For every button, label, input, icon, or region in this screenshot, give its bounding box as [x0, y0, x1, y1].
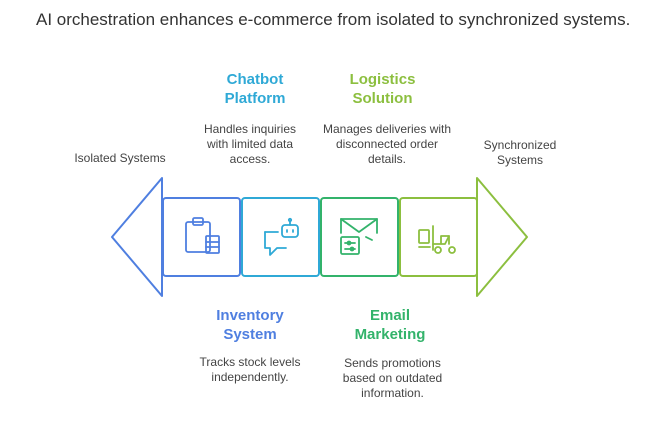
stage-heading-chatbot: Chatbot Platform [224, 71, 286, 107]
diagram-title: AI orchestration enhances e-commerce fro… [36, 10, 631, 29]
stage-box-logistics [399, 197, 478, 277]
stage-box-inventory [162, 197, 241, 277]
stage-description-logistics: Manages deliveries with disconnected ord… [322, 122, 452, 166]
chatbot-icon [264, 217, 299, 256]
right-end-label: Synchronized Systems [483, 138, 557, 167]
left-arrowhead [111, 177, 163, 297]
left-end-label: Isolated Systems [74, 151, 166, 165]
right-arrowhead [476, 177, 528, 297]
stage-heading-inventory: Inventory System [216, 307, 284, 343]
stage-description-email: Sends promotions based on outdated infor… [342, 356, 443, 400]
stage-heading-email: Email Marketing [354, 307, 426, 343]
stage-box-chatbot [241, 197, 320, 277]
stage-description-chatbot: Handles inquiries with limited data acce… [203, 122, 297, 166]
forklift-icon [418, 225, 456, 254]
stage-description-inventory: Tracks stock levels independently. [199, 355, 301, 384]
stage-heading-logistics: Logistics Solution [349, 71, 416, 107]
clipboard-inventory-icon [185, 217, 220, 254]
email-icon [340, 218, 378, 255]
